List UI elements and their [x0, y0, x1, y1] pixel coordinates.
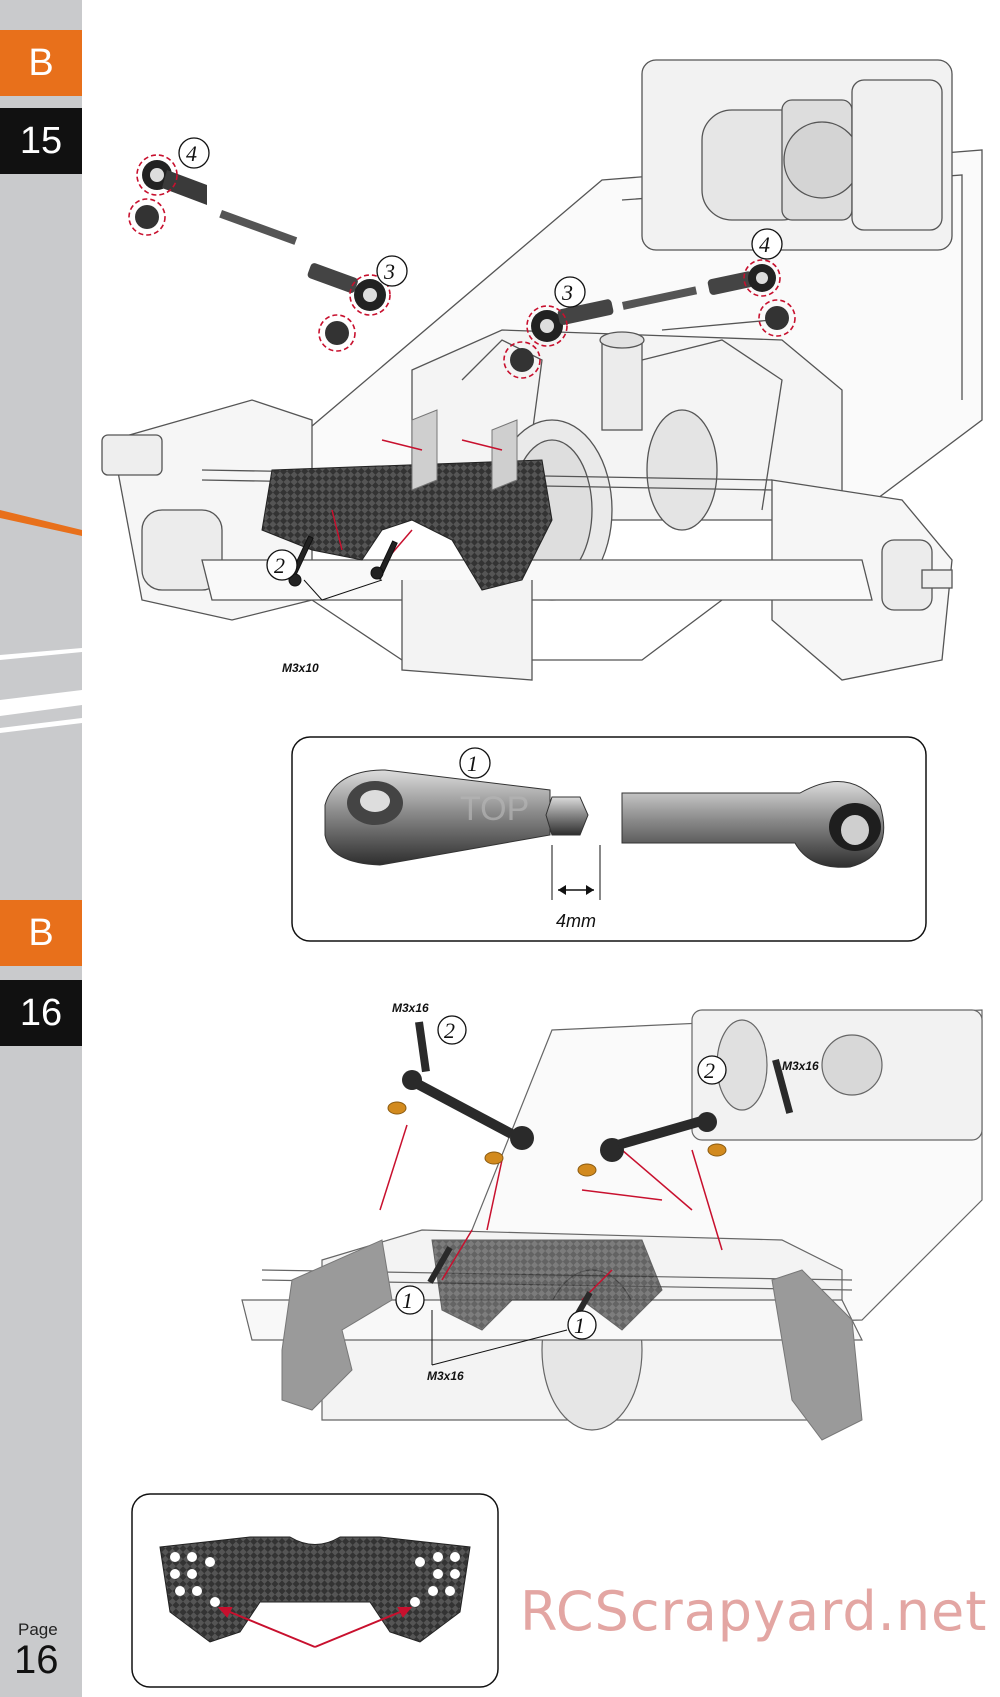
- step16-callout-1-right: 1: [574, 1313, 585, 1338]
- step15-callouts: [178, 137, 783, 581]
- turnbuckle-left: [135, 160, 386, 345]
- screw-label-m3x10: M3x10: [282, 661, 319, 675]
- step16-callout-1-left: 1: [402, 1288, 413, 1313]
- step16-assembly-diagram: 2 2 1 1 M3x16 M3x16 M3x16: [241, 1001, 983, 1441]
- measurement-4mm: 4mm: [556, 911, 596, 931]
- callout-3-left: 3: [383, 259, 395, 284]
- brace-detail-box: [131, 1493, 499, 1688]
- callout-3-right: 3: [561, 280, 573, 305]
- section-letter-step15: B: [0, 30, 82, 96]
- rod-embossed-text: TOP: [460, 790, 529, 828]
- screw-label-m3x16-top-right: M3x16: [782, 1059, 819, 1073]
- step-number-16: 16: [0, 980, 82, 1046]
- detail-callout-1: 1: [467, 751, 478, 776]
- sidebar: B 15 B 16 Page 16: [0, 0, 82, 1697]
- watermark: RCScrapyard.net: [520, 1580, 988, 1643]
- step16-callout-2-right: 2: [704, 1058, 715, 1083]
- step15-assembly-diagram: 4 3 3 4 2 M3x10: [101, 59, 983, 681]
- step16-callout-2-left: 2: [444, 1018, 455, 1043]
- callout-2: 2: [274, 553, 285, 578]
- screw-label-m3x16-bottom: M3x16: [427, 1369, 464, 1383]
- page-number: 16: [14, 1638, 59, 1682]
- screw-label-m3x16-top-left: M3x16: [392, 1001, 429, 1015]
- callout-4-left: 4: [186, 141, 197, 166]
- turnbuckle-right: [510, 264, 789, 372]
- page-label: Page: [18, 1620, 58, 1639]
- step-number-15: 15: [0, 108, 82, 174]
- turnbuckle-detail-box: 1 TOP 4mm: [291, 736, 927, 942]
- sidebar-swoosh: [0, 510, 82, 733]
- callout-4-right: 4: [759, 232, 770, 257]
- section-letter-step16: B: [0, 900, 82, 966]
